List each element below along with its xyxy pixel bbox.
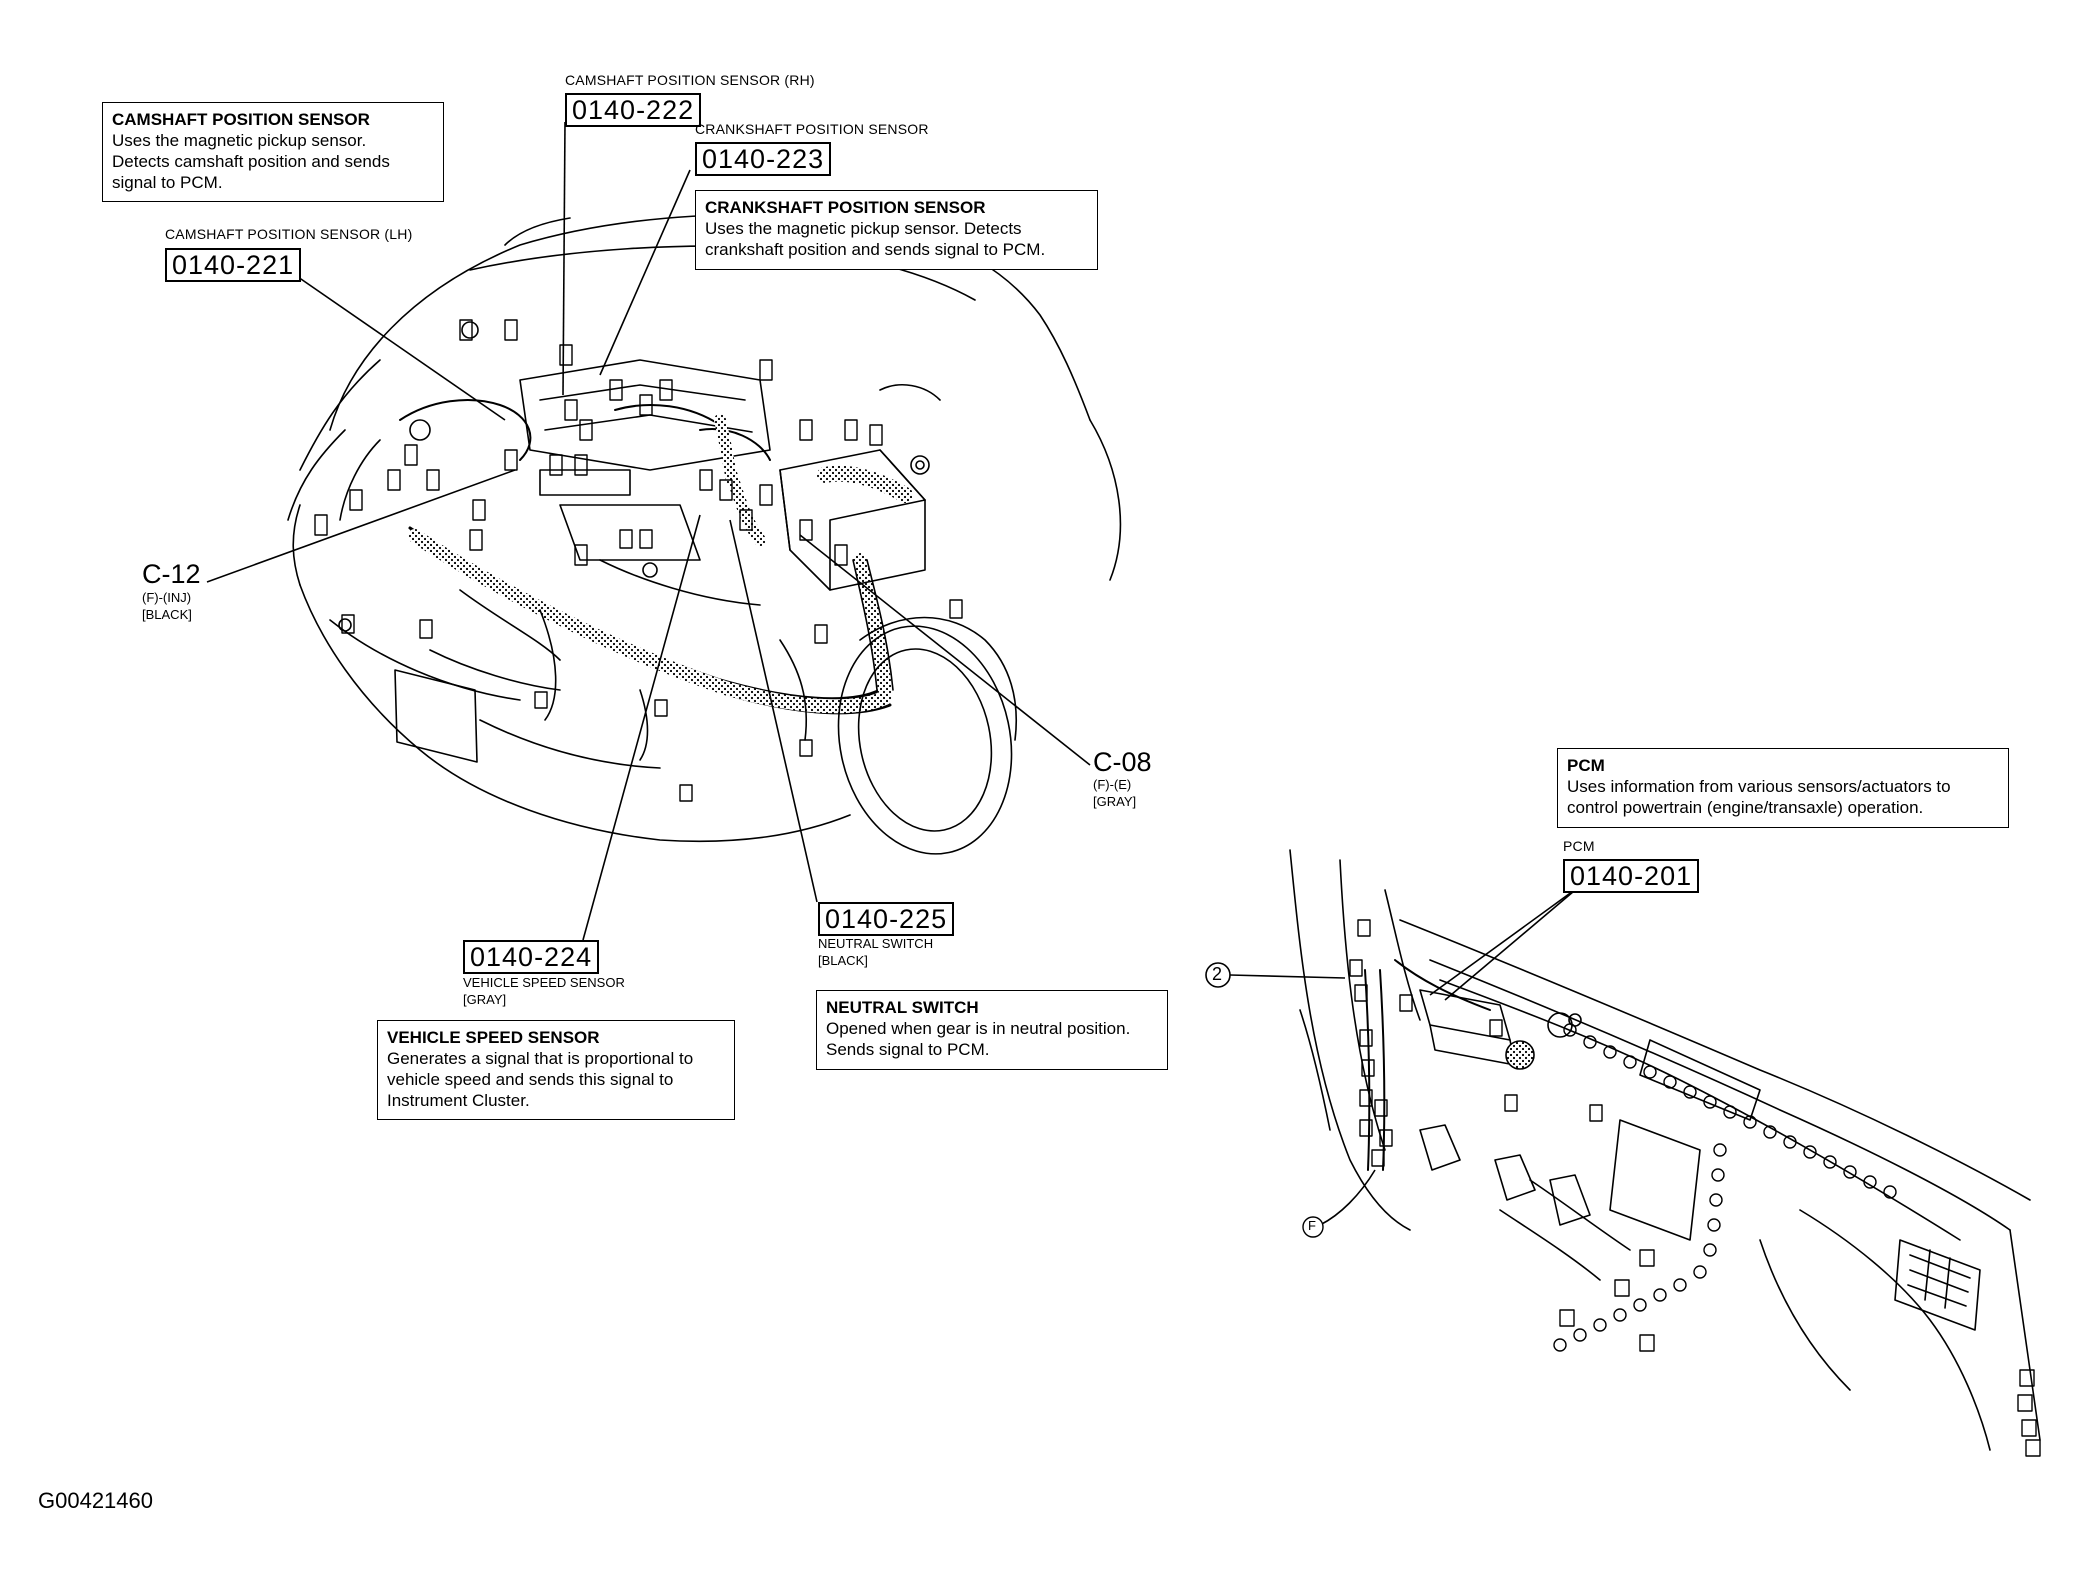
- vehicle-speed-sensor-info-box: VEHICLE SPEED SENSOR Generates a signal …: [377, 1020, 735, 1120]
- pcm-info-title: PCM: [1567, 756, 1605, 775]
- vehicle-speed-sensor-color: [GRAY]: [463, 992, 507, 1007]
- neutral-switch-info-box: NEUTRAL SWITCH Opened when gear is in ne…: [816, 990, 1168, 1070]
- connector-c12-color: [BLACK]: [142, 607, 192, 622]
- marker-f: F: [1308, 1218, 1316, 1233]
- engine-leader-lines: [206, 121, 1091, 941]
- connector-c08-id: C-08: [1093, 747, 1152, 777]
- pcm-info-body: Uses information from various sensors/ac…: [1567, 777, 1951, 817]
- neutral-switch-label: NEUTRAL SWITCH: [818, 936, 934, 951]
- neutral-switch-color: [BLACK]: [818, 953, 868, 968]
- pcm-info-box: PCM Uses information from various sensor…: [1557, 748, 2009, 828]
- connector-c08-pins: (F)-(E): [1093, 777, 1132, 792]
- connector-c12-id: C-12: [142, 559, 201, 589]
- neutral-switch-code: 0140-225: [818, 902, 955, 936]
- camshaft-rh-code: 0140-222: [565, 93, 702, 127]
- camshaft-lh-label: CAMSHAFT POSITION SENSOR (LH): [165, 226, 413, 242]
- marker-f-circle: [1302, 1216, 1324, 1238]
- dashboard-illustration: [1289, 849, 2041, 1457]
- marker-2-circle: [1205, 962, 1231, 988]
- engine-bay-illustration: [287, 213, 1122, 855]
- crankshaft-sensor-info-body: Uses the magnetic pickup sensor. Detects…: [705, 219, 1046, 259]
- connector-c08-color: [GRAY]: [1093, 794, 1137, 809]
- connector-c12-pins: (F)-(INJ): [142, 590, 192, 605]
- camshaft-lh-code: 0140-221: [165, 248, 302, 282]
- pcm-label: PCM: [1563, 838, 1595, 854]
- crankshaft-sensor-info-title: CRANKSHAFT POSITION SENSOR: [705, 198, 986, 217]
- crankshaft-label: CRANKSHAFT POSITION SENSOR: [695, 121, 929, 137]
- crankshaft-sensor-info-box: CRANKSHAFT POSITION SENSOR Uses the magn…: [695, 190, 1098, 270]
- camshaft-sensor-info-box: CAMSHAFT POSITION SENSOR Uses the magnet…: [102, 102, 444, 202]
- pcm-code: 0140-201: [1563, 859, 1700, 893]
- marker-2: 2: [1212, 964, 1223, 984]
- vehicle-speed-sensor-label: VEHICLE SPEED SENSOR: [463, 975, 625, 990]
- neutral-switch-info-body: Opened when gear is in neutral position.…: [826, 1019, 1131, 1059]
- dashboard-leader-lines: [1229, 885, 1581, 1226]
- figure-id: G00421460: [38, 1488, 153, 1513]
- crankshaft-code: 0140-223: [695, 142, 832, 176]
- camshaft-sensor-info-body: Uses the magnetic pickup sensor. Detects…: [112, 131, 390, 192]
- vehicle-speed-sensor-code: 0140-224: [463, 940, 600, 974]
- camshaft-rh-label: CAMSHAFT POSITION SENSOR (RH): [565, 72, 815, 88]
- neutral-switch-info-title: NEUTRAL SWITCH: [826, 998, 979, 1017]
- camshaft-sensor-info-title: CAMSHAFT POSITION SENSOR: [112, 110, 370, 129]
- vehicle-speed-sensor-info-title: VEHICLE SPEED SENSOR: [387, 1028, 600, 1047]
- vehicle-speed-sensor-info-body: Generates a signal that is proportional …: [387, 1049, 694, 1110]
